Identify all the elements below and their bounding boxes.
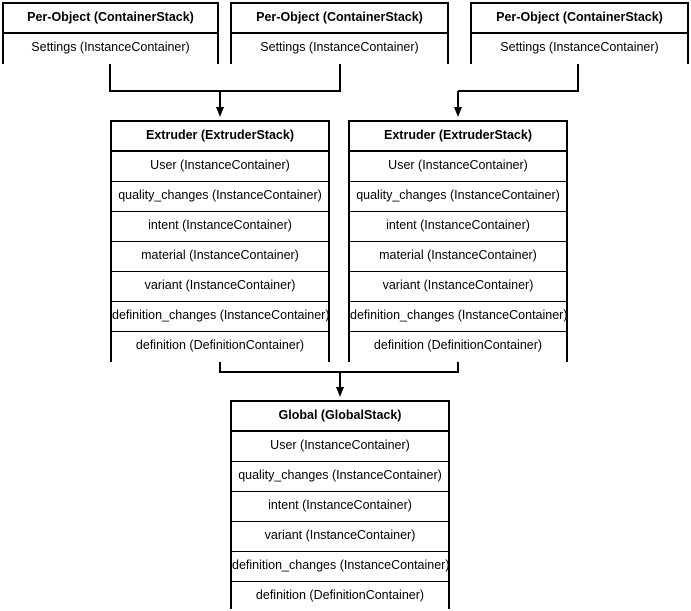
- node-extruder-2[interactable]: Extruder (ExtruderStack)User (InstanceCo…: [348, 120, 568, 362]
- node-row[interactable]: definition_changes (InstanceContainer): [350, 302, 566, 332]
- node-row[interactable]: quality_changes (InstanceContainer): [350, 182, 566, 212]
- node-per-object-3[interactable]: Per-Object (ContainerStack)Settings (Ins…: [470, 2, 689, 64]
- edge-extruder2-to-global: [340, 362, 459, 373]
- node-row[interactable]: quality_changes (InstanceContainer): [232, 462, 448, 492]
- node-row[interactable]: variant (InstanceContainer): [112, 272, 328, 302]
- node-header-global: Global (GlobalStack): [232, 402, 448, 432]
- node-row[interactable]: Settings (InstanceContainer): [472, 34, 687, 64]
- node-row[interactable]: Settings (InstanceContainer): [232, 34, 447, 64]
- node-row[interactable]: material (InstanceContainer): [112, 242, 328, 272]
- node-row[interactable]: intent (InstanceContainer): [350, 212, 566, 242]
- node-per-object-2[interactable]: Per-Object (ContainerStack)Settings (Ins…: [230, 2, 449, 64]
- node-row[interactable]: intent (InstanceContainer): [232, 492, 448, 522]
- node-row[interactable]: intent (InstanceContainer): [112, 212, 328, 242]
- node-row[interactable]: Settings (InstanceContainer): [4, 34, 217, 64]
- node-row[interactable]: definition (DefinitionContainer): [112, 332, 328, 362]
- node-row[interactable]: definition_changes (InstanceContainer): [232, 552, 448, 582]
- node-header-per-object-2: Per-Object (ContainerStack): [232, 4, 447, 34]
- node-row[interactable]: quality_changes (InstanceContainer): [112, 182, 328, 212]
- node-row[interactable]: definition_changes (InstanceContainer): [112, 302, 328, 332]
- edge-po3-to-extruder2: [458, 64, 579, 92]
- node-header-extruder-2: Extruder (ExtruderStack): [350, 122, 566, 152]
- edge-po1-to-extruder1: [109, 64, 220, 92]
- node-per-object-1[interactable]: Per-Object (ContainerStack)Settings (Ins…: [2, 2, 219, 64]
- node-global[interactable]: Global (GlobalStack)User (InstanceContai…: [230, 400, 450, 611]
- node-row[interactable]: User (InstanceContainer): [112, 152, 328, 182]
- edge-po2-to-extruder1: [220, 64, 341, 92]
- node-header-per-object-3: Per-Object (ContainerStack): [472, 4, 687, 34]
- node-row[interactable]: User (InstanceContainer): [232, 432, 448, 462]
- node-row[interactable]: definition (DefinitionContainer): [350, 332, 566, 362]
- node-row[interactable]: definition (DefinitionContainer): [232, 582, 448, 611]
- node-extruder-1[interactable]: Extruder (ExtruderStack)User (InstanceCo…: [110, 120, 330, 362]
- node-row[interactable]: variant (InstanceContainer): [350, 272, 566, 302]
- node-row[interactable]: variant (InstanceContainer): [232, 522, 448, 552]
- node-row[interactable]: material (InstanceContainer): [350, 242, 566, 272]
- edge-extruder1-to-global: [219, 362, 340, 373]
- node-header-per-object-1: Per-Object (ContainerStack): [4, 4, 217, 34]
- node-row[interactable]: User (InstanceContainer): [350, 152, 566, 182]
- node-header-extruder-1: Extruder (ExtruderStack): [112, 122, 328, 152]
